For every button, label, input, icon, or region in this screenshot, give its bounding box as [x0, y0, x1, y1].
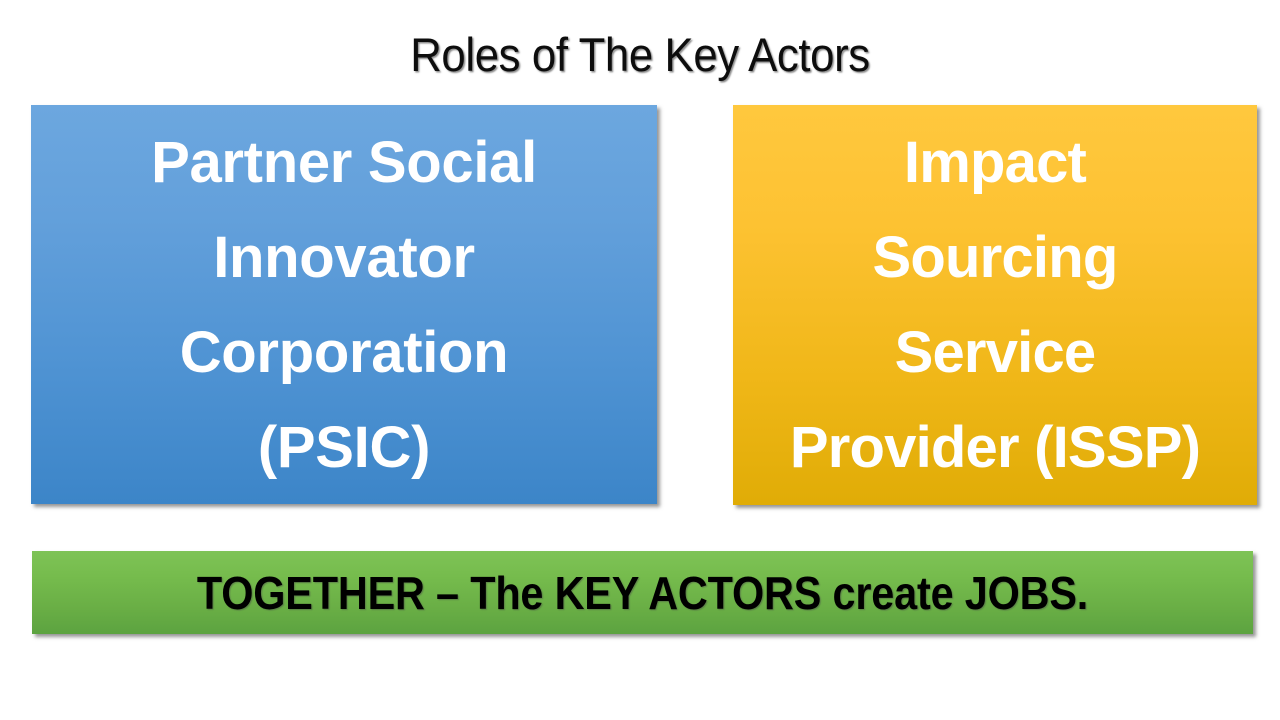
- page-title: Roles of The Key Actors: [410, 28, 870, 81]
- card-psic-label: Partner Social Innovator Corporation (PS…: [151, 129, 537, 480]
- banner-together-label: TOGETHER – The KEY ACTORS create JOBS.: [196, 566, 1089, 619]
- card-partner-social-innovator-corporation[interactable]: Partner Social Innovator Corporation (PS…: [31, 105, 657, 504]
- banner-together-key-actors[interactable]: TOGETHER – The KEY ACTORS create JOBS.: [32, 551, 1253, 634]
- card-issp-label: Impact Sourcing Service Provider (ISSP): [789, 130, 1201, 480]
- card-impact-sourcing-service-provider[interactable]: Impact Sourcing Service Provider (ISSP): [733, 105, 1257, 505]
